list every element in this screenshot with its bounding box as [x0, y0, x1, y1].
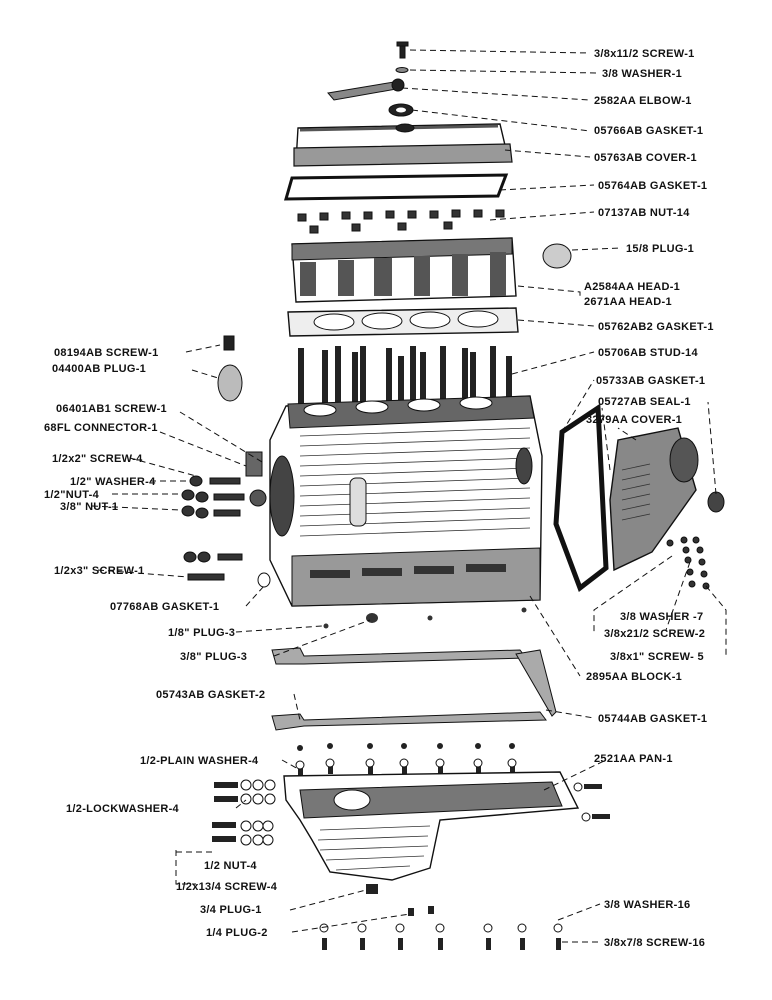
label-screw-12x2: 1/2x2" SCREW-4: [52, 453, 143, 465]
label-plug-04400: 04400AB PLUG-1: [52, 363, 146, 375]
label-plug-158: 15/8 PLUG-1: [626, 243, 694, 255]
left-fasteners-part: [181, 451, 271, 588]
label-block-2895: 2895AA BLOCK-1: [586, 671, 682, 683]
label-screw-12x3: 1/2x3" SCREW-1: [54, 565, 145, 577]
studs-part: [298, 346, 512, 408]
label-plug-34: 3/4 PLUG-1: [200, 904, 262, 916]
label-washer-38-7: 3/8 WASHER -7: [620, 611, 703, 623]
engine-block-part: [269, 395, 543, 607]
label-gasket-05764: 05764AB GASKET-1: [598, 180, 707, 192]
label-cover-3279: 3279AA COVER-1: [586, 414, 682, 426]
label-screw-38x78: 3/8x7/8 SCREW-16: [604, 937, 705, 949]
label-screw-38x212: 3/8x21/2 SCREW-2: [604, 628, 705, 640]
pan-bolts-top-part: [295, 743, 517, 776]
label-screw-08194: 08194AB SCREW-1: [54, 347, 159, 359]
label-gasket-05733: 05733AB GASKET-1: [596, 375, 705, 387]
label-lockwasher: 1/2-LOCKWASHER-4: [66, 803, 180, 815]
label-plug-14: 1/4 PLUG-2: [206, 927, 268, 939]
label-gasket-05762: 05762AB2 GASKET-1: [598, 321, 714, 333]
label-seal-05727: 05727AB SEAL-1: [598, 396, 691, 408]
timing-cover-part: [609, 427, 699, 572]
label-nut-07137: 07137AB NUT-14: [598, 207, 690, 219]
label-head-a2584: A2584AA HEAD-1: [584, 281, 680, 293]
plug-158-part: [542, 243, 572, 269]
label-gasket-05744: 05744AB GASKET-1: [598, 713, 707, 725]
label-washer-38-top: 3/8 WASHER-1: [602, 68, 682, 80]
label-washer-12: 1/2" WASHER-4: [70, 476, 156, 488]
gasket-05764-part: [284, 173, 509, 201]
pan-side-bolts-part: [212, 779, 610, 846]
label-pan-2521: 2521AA PAN-1: [594, 753, 673, 765]
cover-screws-part: [666, 536, 710, 590]
label-screw-06401: 06401AB1 SCREW-1: [56, 403, 167, 415]
elbow-part: [327, 78, 405, 101]
oil-pan-part: [283, 771, 580, 881]
label-nut-12-pan: 1/2 NUT-4: [204, 860, 257, 872]
head-gasket-part: [287, 307, 519, 337]
label-screw-12x134: 1/2x13/4 SCREW-4: [176, 881, 278, 893]
pan-gaskets-part: [271, 647, 557, 731]
block-plugs-part: [323, 607, 527, 629]
label-stud-05706: 05706AB STUD-14: [598, 347, 698, 359]
part-labels: 3/8x11/2 SCREW-1 3/8 WASHER-1 2582AA ELB…: [44, 48, 714, 949]
label-nut-12: 1/2"NUT-4: [44, 489, 100, 501]
head-nuts-part: [297, 209, 505, 234]
label-gasket-05766: 05766AB GASKET-1: [594, 125, 703, 137]
label-head-2671: 2671AA HEAD-1: [584, 296, 672, 308]
valve-cover-part: [293, 123, 513, 167]
cylinder-head-part: [291, 237, 517, 303]
label-elbow: 2582AA ELBOW-1: [594, 95, 692, 107]
top-screw-part: [395, 41, 409, 73]
label-plug-18: 1/8" PLUG-3: [168, 627, 235, 639]
label-washer-38-16: 3/8 WASHER-16: [604, 899, 690, 911]
label-nut-38: 3/8" NUT-1: [60, 501, 118, 513]
gasket-05766-part: [388, 103, 414, 117]
label-screw-38x1: 3/8x1" SCREW- 5: [610, 651, 704, 663]
label-connector-68fl: 68FL CONNECTOR-1: [44, 422, 158, 434]
label-screw-38x112: 3/8x11/2 SCREW-1: [594, 48, 695, 60]
seal-part: [707, 491, 725, 513]
label-cover-05763: 05763AB COVER-1: [594, 152, 697, 164]
timing-gasket-part: [553, 403, 609, 593]
plug-04400-part: [217, 335, 243, 402]
pan-plugs-part: [366, 884, 434, 916]
label-plain-washer: 1/2-PLAIN WASHER-4: [140, 755, 259, 767]
label-gasket-05743: 05743AB GASKET-2: [156, 689, 265, 701]
label-gasket-07768: 07768AB GASKET-1: [110, 601, 219, 613]
label-plug-38: 3/8" PLUG-3: [180, 651, 247, 663]
pan-bolts-bottom-part: [319, 923, 563, 950]
leader-lines: [91, 49, 727, 943]
